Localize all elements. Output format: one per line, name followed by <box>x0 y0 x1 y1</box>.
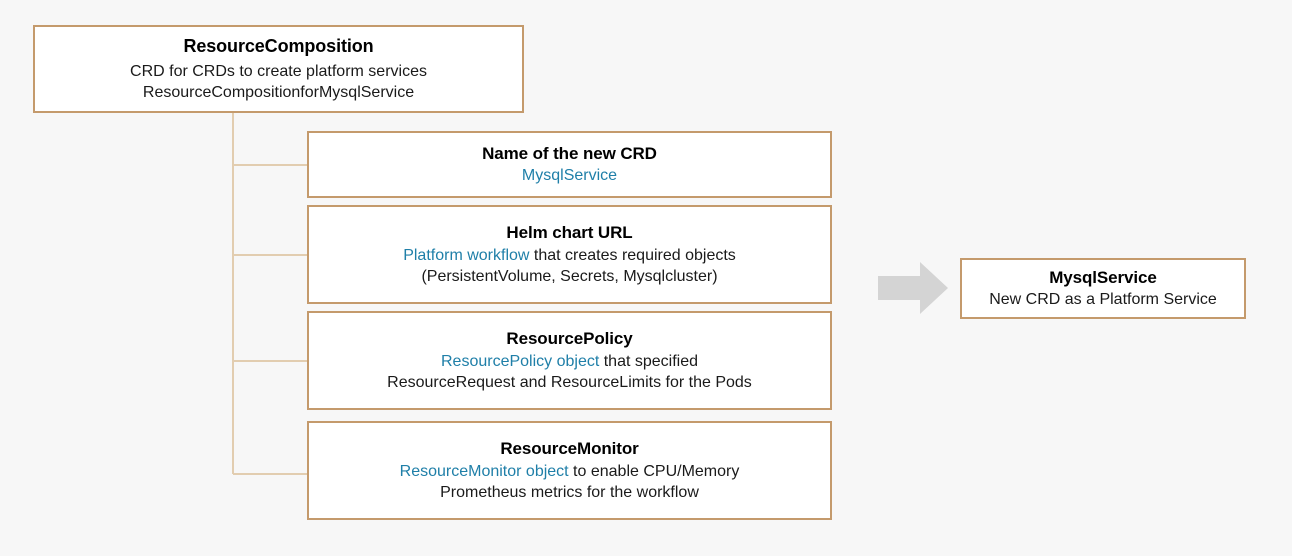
right-arrow-icon <box>878 262 948 314</box>
accent-text: Platform workflow <box>403 246 530 264</box>
plain-text: that specified <box>599 352 699 370</box>
accent-text: ResourceMonitor object <box>399 462 569 480</box>
node-subtitle: New CRD as a Platform Service <box>989 291 1217 309</box>
node-detail-line: (PersistentVolume, Secrets, Mysqlcluster… <box>421 266 717 287</box>
node-instance-name: ResourceCompositionforMysqlService <box>142 83 415 101</box>
node-detail-line: ResourceMonitor object to enable CPU/Mem… <box>400 461 740 482</box>
plain-text: (PersistentVolume, Secrets, Mysqlcluster… <box>421 267 718 285</box>
node-detail-line: MysqlService <box>522 165 617 186</box>
plain-text: to enable CPU/Memory <box>568 462 740 480</box>
plain-text: ResourceRequest and ResourceLimits for t… <box>387 373 752 391</box>
node-title: MysqlService <box>1049 267 1157 287</box>
node-title: ResourcePolicy <box>506 329 633 349</box>
node-detail-line: Prometheus metrics for the workflow <box>440 482 699 503</box>
node-title: ResourceMonitor <box>500 439 639 459</box>
node-helm-chart-url: Helm chart URL Platform workflow that cr… <box>307 205 832 304</box>
node-title: Name of the new CRD <box>482 143 657 163</box>
plain-text: Prometheus metrics for the workflow <box>440 483 699 501</box>
node-detail-line: ResourceRequest and ResourceLimits for t… <box>387 372 752 393</box>
node-subtitle: CRD for CRDs to create platform services <box>130 62 427 80</box>
node-output-mysqlservice: MysqlService New CRD as a Platform Servi… <box>960 258 1246 319</box>
node-resource-monitor: ResourceMonitor ResourceMonitor object t… <box>307 421 832 520</box>
node-title: ResourceComposition <box>183 36 374 57</box>
node-resource-policy: ResourcePolicy ResourcePolicy object tha… <box>307 311 832 410</box>
node-resource-composition: ResourceComposition CRD for CRDs to crea… <box>33 25 524 113</box>
plain-text: that creates required objects <box>529 246 736 264</box>
accent-text: ResourcePolicy object <box>440 352 600 370</box>
node-detail-line: Platform workflow that creates required … <box>403 245 736 266</box>
node-detail-line: ResourcePolicy object that specified <box>441 351 698 372</box>
accent-text: MysqlService <box>521 167 618 185</box>
node-title: Helm chart URL <box>506 223 633 243</box>
node-crd-name: Name of the new CRD MysqlService <box>307 131 832 198</box>
arrow-shape <box>878 262 948 314</box>
